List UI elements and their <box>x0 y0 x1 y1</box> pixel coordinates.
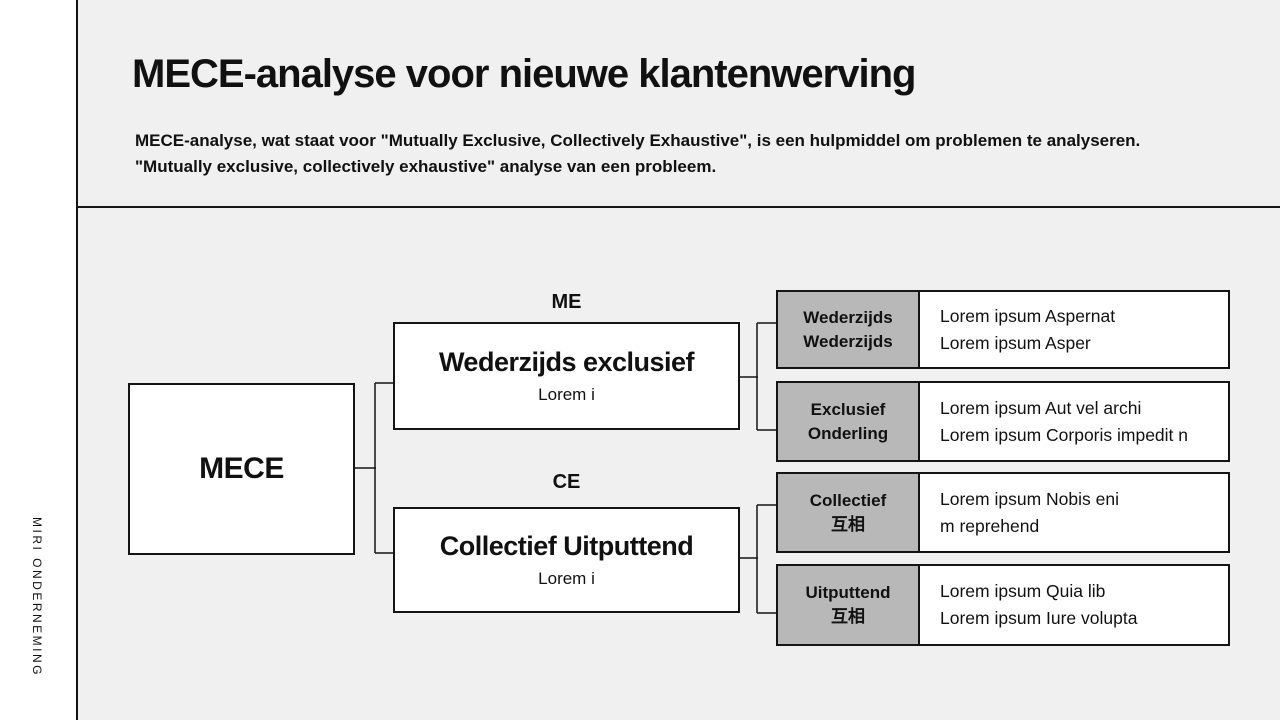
header-divider <box>78 206 1280 208</box>
branch-box-collectively-exhaustive: Collectief Uitputtend Lorem i <box>393 507 740 613</box>
subtitle-line-1: MECE-analyse, wat staat voor "Mutually E… <box>135 131 1141 150</box>
leaf-text-line2: m reprehend <box>940 515 1040 536</box>
subtitle-line-2: "Mutually exclusive, collectively exhaus… <box>135 157 717 176</box>
leaf-text-line2: Lorem ipsum Asper <box>940 332 1091 353</box>
branch-box-mutually-exclusive: Wederzijds exclusief Lorem i <box>393 322 740 430</box>
leaf-label-box: Wederzijds Wederzijds <box>776 290 920 369</box>
leaf-label-line1: Exclusief <box>810 399 886 419</box>
mece-root-label: MECE <box>199 452 284 485</box>
sidebar: MIRI ONDERNEMING <box>0 0 78 720</box>
branch-subtitle: Lorem i <box>538 385 595 404</box>
leaf-label-line2: Wederzijds <box>803 331 893 351</box>
branch-subtitle: Lorem i <box>538 569 595 588</box>
leaf-label-line1: Collectief <box>809 490 887 510</box>
leaf-label-line2: 互相 <box>831 607 865 626</box>
leaf-text-box: Lorem ipsum Nobis eni m reprehend <box>918 472 1230 553</box>
leaf-text-line1: Lorem ipsum Quia lib <box>940 581 1106 601</box>
leaf-label-line2: Onderling <box>807 423 889 443</box>
branch-tag-me: ME <box>551 291 582 313</box>
mece-root-box: MECE <box>128 383 355 555</box>
leaf-text-line1: Lorem ipsum Aspernat <box>940 305 1116 326</box>
leaf-text-box: Lorem ipsum Aut vel archi Lorem ipsum Co… <box>918 381 1230 462</box>
leaf-text-line2: Lorem ipsum Corporis impedit n <box>940 424 1189 445</box>
leaf-label-box: Uitputtend 互相 <box>776 564 920 646</box>
leaf-text-line1: Lorem ipsum Nobis eni <box>940 488 1119 509</box>
leaf-text-box: Lorem ipsum Quia lib Lorem ipsum Iure vo… <box>918 564 1230 646</box>
page-title: MECE-analyse voor nieuwe klantenwerving <box>132 52 916 96</box>
leaf-text-box: Lorem ipsum Aspernat Lorem ipsum Asper <box>918 290 1230 369</box>
leaf-label-box: Exclusief Onderling <box>776 381 920 462</box>
leaf-label-line2: 互相 <box>831 514 865 534</box>
leaf-label-line1: Wederzijds <box>803 307 893 327</box>
leaf-label-line1: Uitputtend <box>805 583 891 602</box>
leaf-text-line1: Lorem ipsum Aut vel archi <box>940 397 1142 418</box>
branch-title: Collectief Uitputtend <box>439 531 694 561</box>
leaf-text-line2: Lorem ipsum Iure volupta <box>940 608 1138 628</box>
branch-tag-ce: CE <box>552 471 581 493</box>
leaf-label-box: Collectief 互相 <box>776 472 920 553</box>
page-subtitle: MECE-analyse, wat staat voor "Mutually E… <box>135 128 1140 180</box>
brand-vertical-text: MIRI ONDERNEMING <box>30 517 44 677</box>
branch-title: Wederzijds exclusief <box>438 347 695 377</box>
